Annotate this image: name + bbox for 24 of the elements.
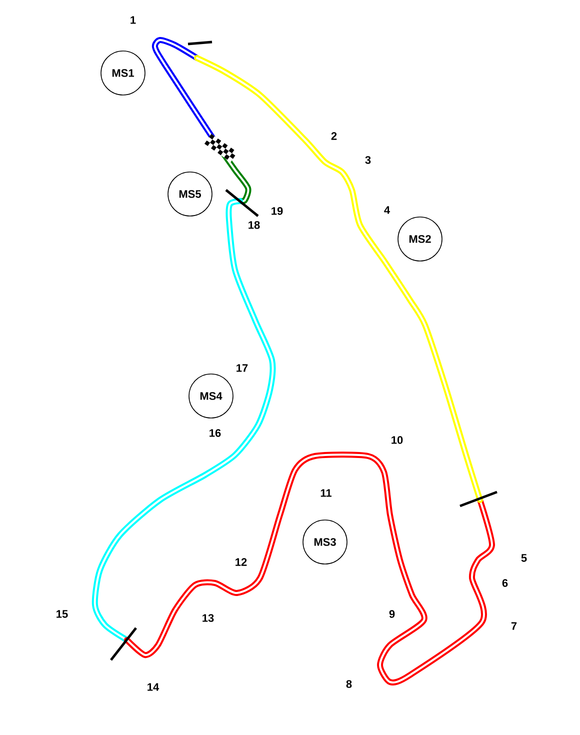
corner-number: 17: [236, 364, 248, 372]
corner-number: 15: [56, 610, 68, 618]
corner-number: 7: [511, 622, 517, 630]
corner-number: 18: [248, 221, 260, 229]
corner-number: 2: [331, 132, 337, 140]
corner-number: 4: [384, 206, 390, 214]
circle-label: MS2: [398, 216, 442, 262]
corner-number: 1: [130, 16, 136, 24]
circle-label: MS4: [188, 374, 234, 418]
circle-label: MS1: [100, 50, 146, 96]
corner-number: 13: [202, 614, 214, 622]
corner-number: 12: [236, 558, 247, 566]
corner-number: 9: [389, 610, 395, 618]
circle-label: MS5: [168, 172, 212, 216]
corner-number: 10: [392, 436, 403, 444]
corner-number: 19: [272, 207, 283, 215]
corner-number: 8: [346, 680, 352, 688]
corner-number: 6: [502, 579, 508, 587]
corner-number: 3: [365, 156, 371, 164]
circle-label: MS3: [302, 520, 348, 564]
corner-number: 11: [320, 489, 332, 497]
corner-number: 14: [148, 683, 160, 691]
corner-number: 16: [210, 429, 221, 437]
corner-number: 5: [521, 554, 527, 562]
